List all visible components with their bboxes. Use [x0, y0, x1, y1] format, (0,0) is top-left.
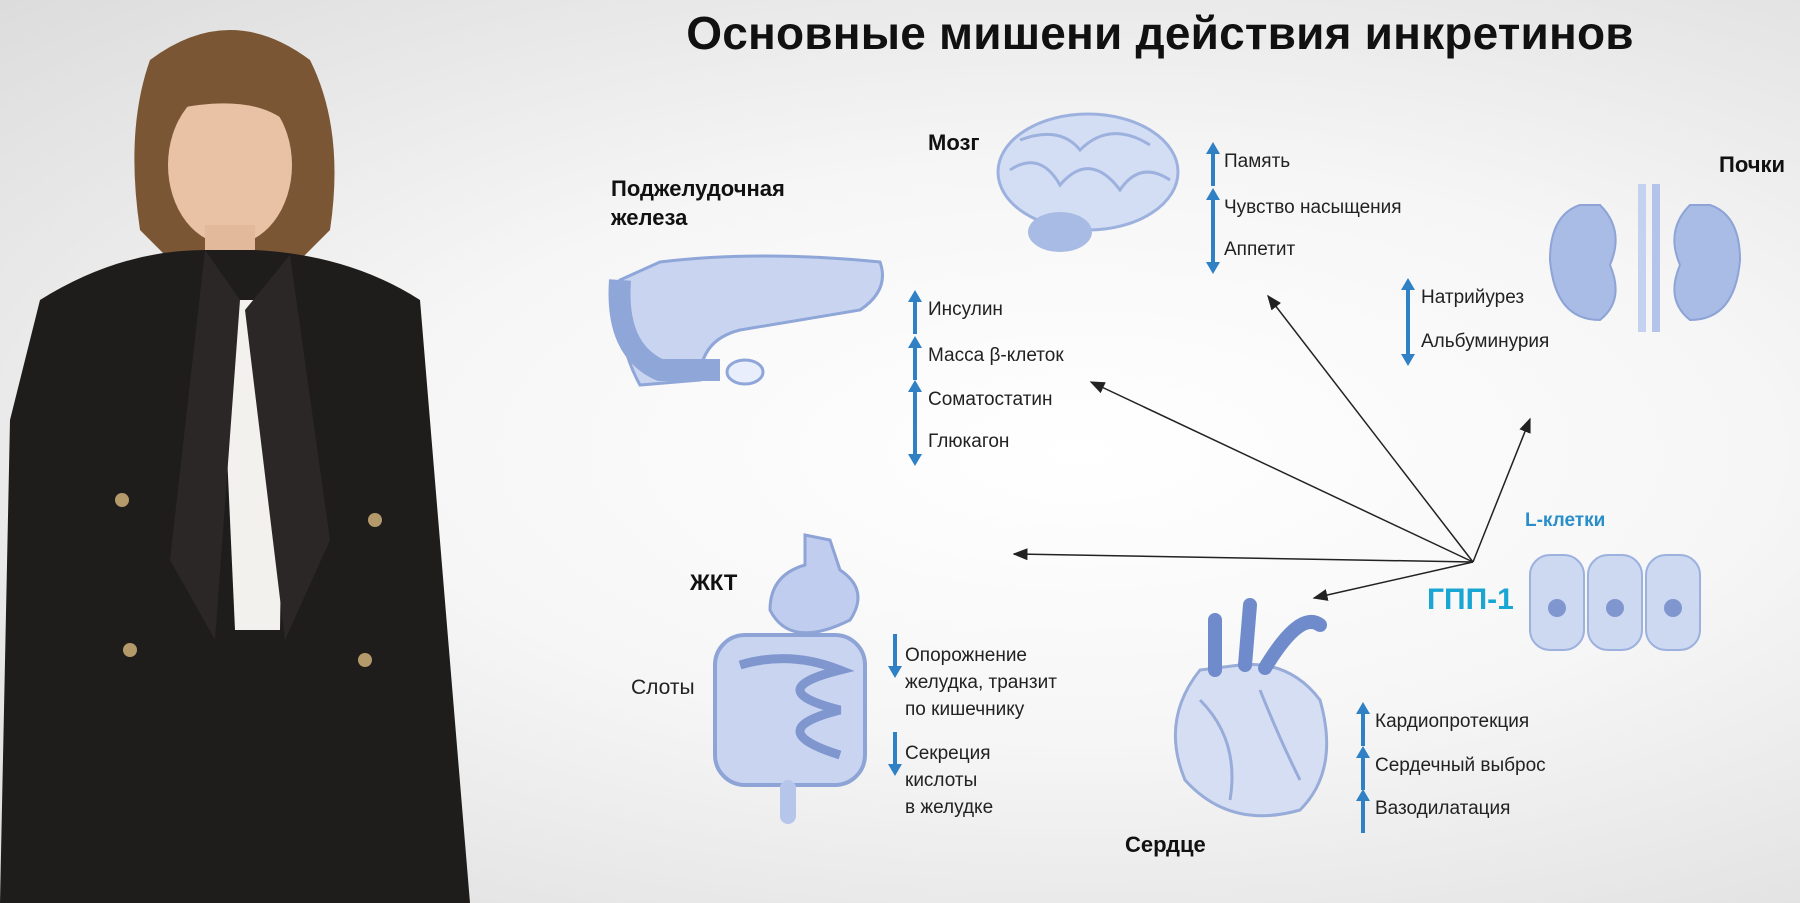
pancreas-effect: Масса β-клеток [928, 345, 1064, 366]
kidneys-effect: Альбуминурия [1421, 331, 1550, 352]
pointer-to-gi [1012, 548, 1474, 563]
gi-effect-line: Секреция [905, 743, 991, 764]
arrow-up-icon [908, 290, 922, 334]
pancreas-label-line1: Поджелудочная [611, 176, 785, 201]
slide-title: Основные мишени действия инкретинов [686, 7, 1634, 59]
arrow-down-icon [888, 732, 902, 776]
arrow-down-icon [888, 634, 902, 678]
arrow-up-icon [908, 336, 922, 380]
arrow-up-icon [1356, 702, 1370, 746]
pointer-to-pancreas [1089, 381, 1474, 563]
heart-effect: Кардиопротекция [1375, 711, 1530, 732]
presenter [0, 30, 470, 903]
brain-effect: Память [1224, 151, 1291, 172]
l-cells-illustration [1529, 554, 1701, 651]
heart-label: Сердце [1125, 832, 1206, 857]
gi-effect-line: Опорожнение [905, 645, 1027, 666]
kidneys-illustration [1548, 184, 1742, 332]
gi-effect: Секреция кислоты в желудке [905, 740, 993, 821]
gi-effect: Опорожнение желудка, транзит по кишечнику [905, 642, 1057, 723]
l-cells-label: L-клетки [1525, 510, 1606, 531]
kidneys-label: Почки [1719, 152, 1786, 177]
arrow-down-icon [1401, 322, 1415, 366]
arrow-up-icon [1356, 789, 1370, 833]
kidneys-effect: Натрийурез [1421, 287, 1525, 308]
pancreas-effect: Соматостатин [928, 389, 1053, 410]
heart-effect: Вазодилатация [1375, 798, 1511, 819]
gi-effect-line: в желудке [905, 797, 994, 818]
arrow-up-icon [1401, 278, 1415, 322]
arrow-down-icon [1206, 230, 1220, 274]
pancreas-label: Поджелудочная железа [611, 174, 785, 232]
pancreas-illustration [608, 254, 884, 387]
pancreas-effect: Глюкагон [928, 431, 1010, 452]
gi-illustration [713, 533, 867, 824]
arrow-down-icon [908, 422, 922, 466]
gi-side-label: Слоты [631, 676, 695, 699]
gi-effect-line: по кишечнику [905, 699, 1025, 720]
brain-effect: Аппетит [1224, 239, 1296, 260]
gi-label: ЖКТ [690, 570, 738, 595]
pointer-to-kidneys [1472, 417, 1531, 563]
brain-effect: Чувство насыщения [1224, 197, 1402, 218]
gpp1-label: ГПП-1 [1427, 583, 1514, 616]
gi-effect-line: кислоты [905, 770, 978, 791]
pointer-to-brain [1267, 294, 1474, 563]
arrow-up-icon [1356, 746, 1370, 790]
arrow-up-icon [908, 380, 922, 424]
pointer-to-heart [1312, 561, 1474, 601]
pancreas-label-line2: железа [611, 205, 688, 230]
pancreas-effect: Инсулин [928, 299, 1003, 320]
arrow-up-icon [1206, 188, 1220, 232]
gi-effect-line: желудка, транзит [905, 672, 1057, 693]
brain-label: Мозг [928, 130, 980, 155]
brain-illustration [996, 112, 1180, 252]
arrow-up-icon [1206, 142, 1220, 186]
heart-effect: Сердечный выброс [1375, 755, 1546, 776]
heart-illustration [1173, 598, 1329, 818]
